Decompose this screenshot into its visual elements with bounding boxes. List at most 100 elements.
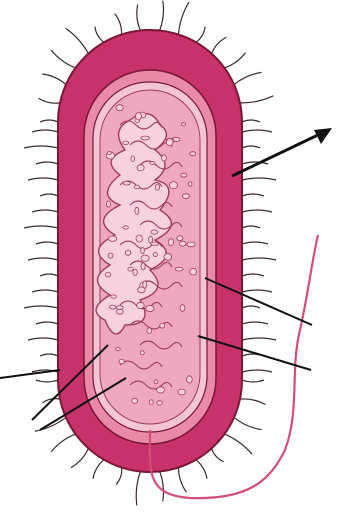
ribosome bbox=[143, 281, 147, 288]
ribosome bbox=[146, 306, 154, 312]
ribosome bbox=[116, 105, 123, 111]
pilus bbox=[93, 460, 104, 479]
pilus bbox=[32, 290, 58, 292]
pilus bbox=[242, 258, 276, 260]
ribosome bbox=[175, 267, 183, 271]
ribosome bbox=[125, 250, 131, 255]
pilus bbox=[51, 434, 75, 452]
ribosome bbox=[106, 201, 110, 207]
pilus bbox=[71, 448, 88, 467]
pilus bbox=[240, 96, 273, 103]
ribosome bbox=[108, 253, 113, 258]
ribosome bbox=[162, 155, 167, 161]
pilus bbox=[242, 210, 272, 212]
pilus bbox=[32, 210, 58, 212]
pilus bbox=[242, 290, 272, 292]
pilus bbox=[38, 98, 60, 103]
pilus bbox=[40, 120, 58, 122]
pilus bbox=[95, 27, 104, 43]
pilus bbox=[178, 467, 186, 492]
ribosome bbox=[180, 305, 185, 312]
ribosome bbox=[157, 387, 165, 393]
ribosome bbox=[190, 268, 197, 275]
pilus bbox=[242, 242, 268, 244]
ribosome bbox=[187, 376, 193, 383]
ribosome bbox=[151, 242, 159, 245]
ribosome bbox=[147, 328, 152, 334]
pilus bbox=[196, 27, 205, 43]
ribosome bbox=[170, 182, 178, 189]
pilus bbox=[136, 471, 140, 505]
ribosome bbox=[131, 156, 135, 162]
pilus bbox=[234, 72, 261, 84]
pilus bbox=[24, 306, 58, 308]
pilus bbox=[240, 399, 265, 405]
pilus bbox=[40, 194, 58, 196]
ribosome bbox=[123, 226, 129, 229]
pilus bbox=[115, 14, 122, 35]
pilus bbox=[160, 1, 164, 31]
pilus bbox=[178, 2, 189, 34]
pilus bbox=[242, 194, 264, 196]
ribosome bbox=[111, 295, 117, 298]
pilus bbox=[36, 322, 58, 324]
ribosome bbox=[137, 302, 145, 308]
label-line-left-1 bbox=[0, 370, 60, 378]
ribosome bbox=[141, 255, 149, 261]
ribosome bbox=[132, 398, 138, 403]
ribosome bbox=[182, 123, 186, 126]
pilus bbox=[137, 5, 141, 31]
ribosome bbox=[107, 152, 111, 155]
pilus bbox=[234, 417, 261, 429]
pilus bbox=[242, 120, 260, 122]
ribosome bbox=[140, 351, 144, 355]
pilus bbox=[212, 448, 224, 461]
ribosome bbox=[155, 184, 159, 190]
label-pointer-arrow bbox=[232, 134, 320, 176]
ribosome bbox=[190, 152, 196, 156]
pilus bbox=[24, 146, 58, 148]
ribosome bbox=[128, 267, 133, 271]
ribosome bbox=[135, 207, 139, 214]
ribosome bbox=[141, 247, 145, 253]
pilus bbox=[36, 242, 58, 244]
ribosome bbox=[123, 181, 130, 185]
pilus bbox=[242, 178, 276, 180]
pilus bbox=[51, 50, 75, 68]
ribosome bbox=[149, 400, 153, 405]
pilus bbox=[40, 274, 58, 276]
ribosome bbox=[123, 141, 129, 144]
ribosome bbox=[116, 348, 120, 351]
ribosome bbox=[188, 182, 192, 187]
pilus bbox=[66, 28, 89, 53]
ribosome bbox=[150, 162, 155, 165]
ribosome bbox=[108, 236, 117, 241]
ribosome bbox=[153, 253, 157, 257]
pilus bbox=[242, 226, 260, 228]
pilus bbox=[36, 380, 58, 382]
pilus bbox=[40, 354, 58, 356]
ribosome bbox=[137, 165, 144, 171]
pilus bbox=[36, 162, 58, 164]
ribosome bbox=[110, 305, 116, 309]
ribosome bbox=[141, 263, 145, 270]
ribosome bbox=[134, 185, 139, 189]
ribosome bbox=[180, 241, 187, 246]
pilus bbox=[28, 338, 58, 340]
pilus bbox=[28, 178, 58, 180]
pilus bbox=[242, 370, 272, 372]
ribosome bbox=[141, 136, 150, 140]
pilus bbox=[224, 53, 245, 68]
ribosome bbox=[164, 253, 172, 260]
ribosome bbox=[178, 389, 185, 395]
ribosome bbox=[177, 236, 183, 241]
ribosome bbox=[187, 242, 195, 247]
pilus bbox=[224, 434, 252, 454]
ribosome bbox=[183, 194, 190, 199]
pilus bbox=[42, 74, 66, 85]
pilus bbox=[196, 460, 207, 479]
ribosome bbox=[168, 239, 173, 246]
ribosome bbox=[136, 235, 142, 242]
ribosome bbox=[119, 359, 124, 364]
